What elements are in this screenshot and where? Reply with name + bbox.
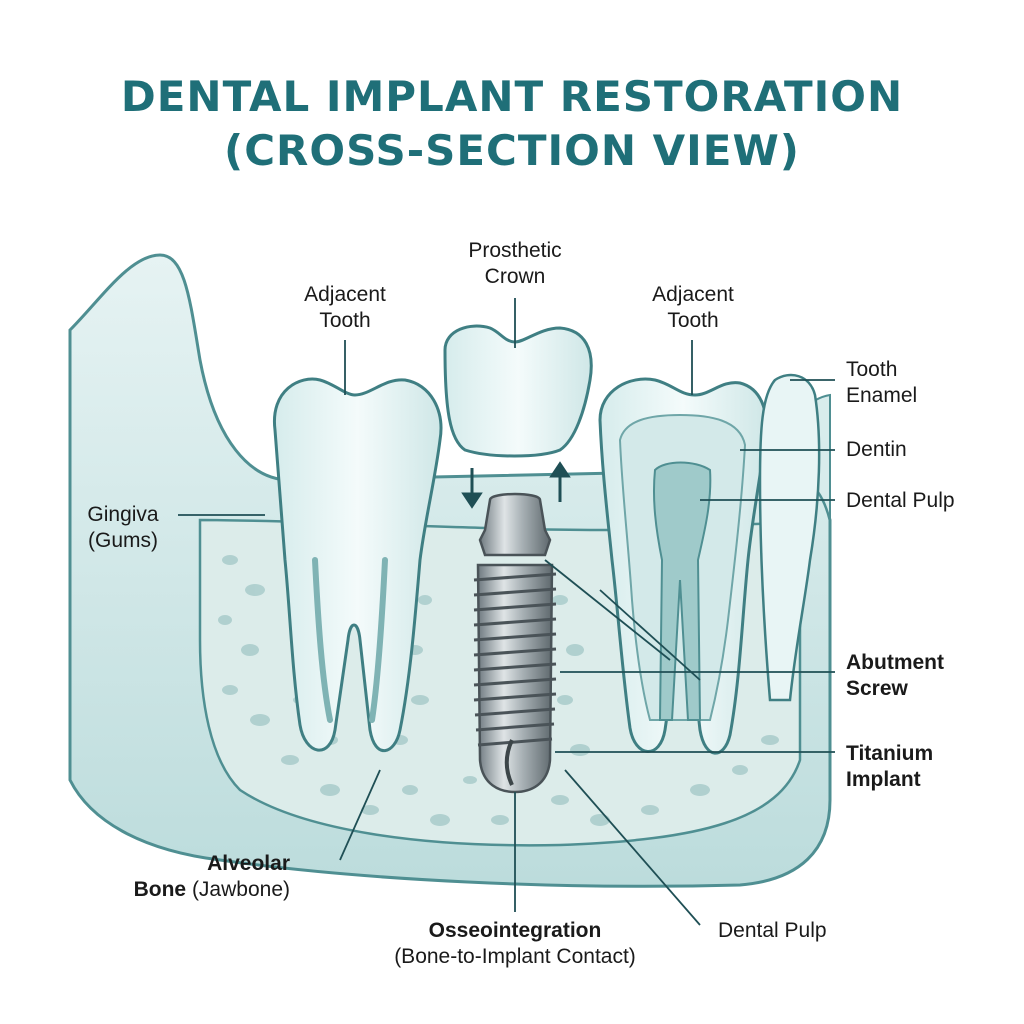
implant-body (476, 563, 554, 794)
placement-arrows (461, 461, 571, 509)
back-tooth (758, 373, 821, 702)
implant-tip-groove (504, 739, 514, 786)
label-dental-pulp-right: Dental Pulp (846, 489, 955, 512)
left-tooth-root-canal (312, 557, 388, 723)
bone-texture (218, 555, 788, 826)
title-line-2: (CROSS-SECTION VIEW) (224, 126, 800, 175)
prosthetic-crown (443, 324, 593, 458)
label-prosthetic-crown: Prosthetic Crown (468, 239, 562, 288)
label-tooth-enamel: Tooth Enamel (846, 358, 918, 407)
implant-threads (473, 572, 557, 747)
left-tooth (273, 377, 443, 753)
right-tooth-pulp (653, 461, 712, 721)
label-dental-pulp-bottom: Dental Pulp (718, 919, 827, 942)
label-gingiva: Gingiva (Gums) (87, 503, 159, 552)
label-dentin: Dentin (846, 438, 907, 461)
label-titanium-implant: Titanium Implant (846, 742, 934, 791)
label-abutment-screw: Abutment Screw (846, 651, 944, 700)
label-adjacent-tooth-right: Adjacent Tooth (652, 283, 734, 332)
label-adjacent-tooth-left: Adjacent Tooth (304, 283, 386, 332)
abutment (478, 492, 552, 557)
leader-lines (178, 298, 835, 926)
label-alveolar-bone: Alveolar Bone (Jawbone) (133, 852, 290, 901)
label-osseointegration: Osseointegration (Bone-to-Implant Contac… (394, 919, 636, 968)
diagram-title: DENTAL IMPLANT RESTORATION (CROSS-SECTIO… (0, 70, 1024, 178)
title-line-1: DENTAL IMPLANT RESTORATION (120, 72, 904, 121)
